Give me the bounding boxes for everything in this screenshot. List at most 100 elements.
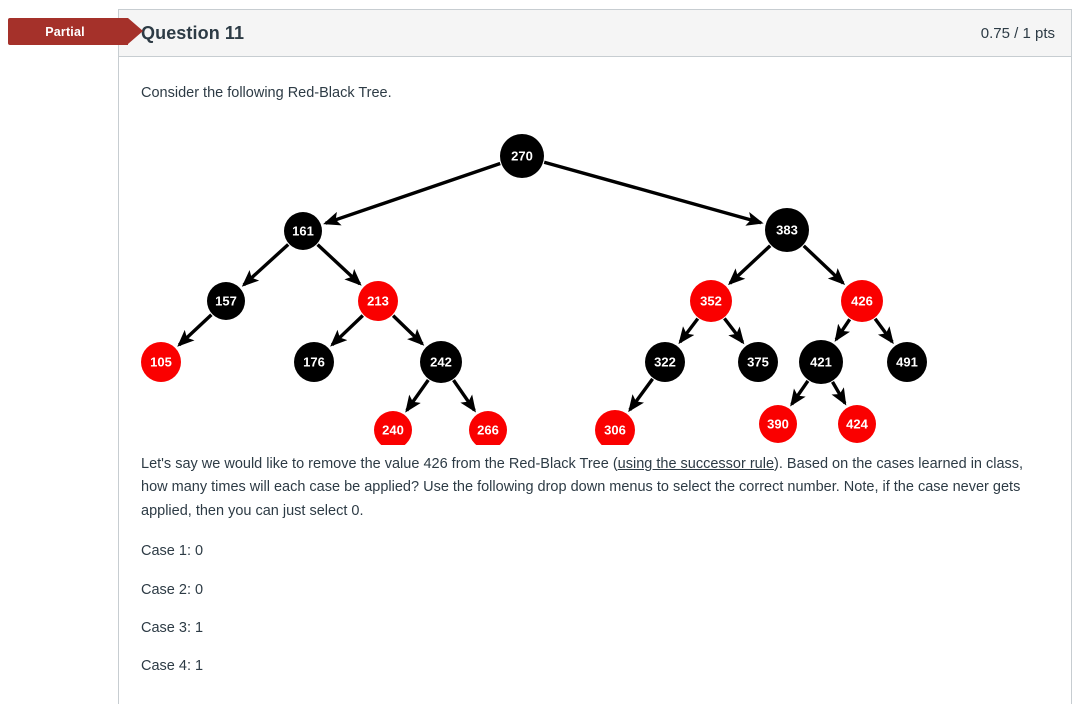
tree-node-label: 383: [776, 222, 798, 237]
question-body: Consider the following Red-Black Tree. 2…: [119, 57, 1071, 676]
tree-node-label: 176: [303, 354, 325, 369]
tree-node-label: 242: [430, 354, 452, 369]
tree-node-label: 266: [477, 422, 499, 437]
tree-edge: [241, 242, 290, 287]
tree-node-circle: [207, 281, 245, 320]
tree-node-circle: [595, 409, 635, 445]
tree-node-circle: [141, 341, 181, 382]
tree-edge: [723, 317, 745, 345]
case-label: Case 3:: [141, 619, 191, 636]
tree-node: 424: [838, 404, 876, 443]
tree-node: 421: [799, 339, 843, 384]
tree-node-label: 426: [851, 293, 873, 308]
intro-text: Consider the following Red-Black Tree.: [141, 85, 392, 101]
tree-node: 375: [738, 341, 778, 382]
tree-node-label: 352: [700, 293, 722, 308]
tree-node: 322: [645, 341, 685, 382]
question-container: Question 11 0.75 / 1 pts Consider the fo…: [118, 9, 1072, 704]
tree-node-circle: [690, 279, 732, 322]
successor-rule-link[interactable]: using the successor rule: [617, 455, 775, 472]
tree-node-circle: [799, 339, 843, 384]
tree-edge: [834, 318, 852, 342]
tree-node: 266: [469, 410, 507, 445]
tree-node-label: 491: [896, 354, 918, 369]
tree-node-label: 375: [747, 354, 769, 369]
tree-node: 157: [207, 281, 245, 320]
tree-node-circle: [765, 207, 809, 252]
tree-node: 426: [841, 279, 883, 322]
tree-edge: [177, 313, 213, 347]
tree-edge: [323, 161, 501, 226]
tree-node-label: 322: [654, 354, 676, 369]
tree-edge: [543, 160, 764, 226]
tree-node-label: 161: [292, 223, 314, 238]
tree-edges: [177, 160, 894, 413]
tree-node-label: 157: [215, 293, 237, 308]
tree-node-circle: [841, 279, 883, 322]
status-badge-arrow-icon: [128, 18, 143, 44]
red-black-tree-diagram: 270 161 383 157 213 352 426 105 176 242 322 375 421 4…: [141, 115, 1051, 445]
tree-edge: [802, 244, 846, 285]
tree-node-circle: [294, 341, 334, 382]
tree-edge: [405, 378, 430, 413]
tree-node: 352: [690, 279, 732, 322]
tree-node: 306: [595, 409, 635, 445]
case-row: Case 3: 1: [141, 620, 1049, 637]
prompt-text-part1: Let's say we would like to remove the va…: [141, 455, 618, 472]
tree-node: 383: [765, 207, 809, 252]
tree-svg: 270 161 383 157 213 352 426 105 176 242 322 375 421 4…: [141, 133, 927, 445]
case-label: Case 1:: [141, 543, 191, 560]
case-value[interactable]: 0: [195, 543, 204, 560]
case-answer-list: Case 1: 0 Case 2: 0 Case 3: 1 Case 4: 1: [141, 543, 1049, 676]
tree-node: 161: [284, 211, 322, 250]
tree-node-label: 306: [604, 422, 626, 437]
tree-node-label: 390: [767, 416, 789, 431]
tree-node-label: 213: [367, 293, 389, 308]
tree-node: 213: [358, 280, 398, 321]
tree-node-circle: [738, 341, 778, 382]
tree-edge: [316, 243, 362, 286]
tree-node-circle: [420, 340, 462, 383]
tree-node: 240: [374, 410, 412, 445]
tree-edge: [873, 317, 894, 344]
case-value[interactable]: 1: [195, 658, 204, 675]
tree-node-label: 421: [810, 354, 832, 369]
tree-edge: [831, 380, 847, 406]
prompt-text-part2: ). Based on the cases learned in class, …: [141, 455, 1024, 519]
tree-node-label: 105: [150, 354, 172, 369]
tree-node-label: 240: [382, 422, 404, 437]
tree-node-circle: [500, 133, 544, 178]
tree-edge: [628, 377, 654, 412]
tree-edge: [391, 314, 425, 346]
case-row: Case 4: 1: [141, 658, 1049, 675]
case-value[interactable]: 0: [195, 581, 204, 598]
tree-node-circle: [759, 404, 797, 443]
tree-node: 176: [294, 341, 334, 382]
status-badge-label: Partial: [45, 24, 85, 39]
tree-node: 390: [759, 404, 797, 443]
tree-node-circle: [374, 410, 412, 445]
tree-node-circle: [838, 404, 876, 443]
prompt-text: Let's say we would like to remove the va…: [141, 453, 1049, 523]
tree-nodes: 270 161 383 157 213 352 426 105 176 242 322 375 421 4…: [141, 133, 927, 445]
tree-edge: [678, 317, 700, 344]
tree-edge: [452, 378, 476, 413]
tree-node-circle: [469, 410, 507, 445]
case-label: Case 2:: [141, 581, 191, 598]
tree-node: 270: [500, 133, 544, 178]
status-badge: Partial: [8, 18, 143, 45]
tree-edge: [790, 379, 810, 407]
tree-node-label: 270: [511, 148, 533, 163]
tree-node-circle: [645, 341, 685, 382]
points-display: 0.75 / 1 pts: [980, 24, 1055, 42]
tree-node-label: 424: [846, 416, 868, 431]
tree-node-circle: [358, 280, 398, 321]
page-title: Question 11: [141, 23, 245, 43]
tree-edge: [728, 244, 772, 285]
case-value[interactable]: 1: [195, 619, 204, 636]
tree-node: 242: [420, 340, 462, 383]
case-row: Case 1: 0: [141, 543, 1049, 560]
tree-edge: [330, 314, 364, 347]
case-row: Case 2: 0: [141, 582, 1049, 599]
